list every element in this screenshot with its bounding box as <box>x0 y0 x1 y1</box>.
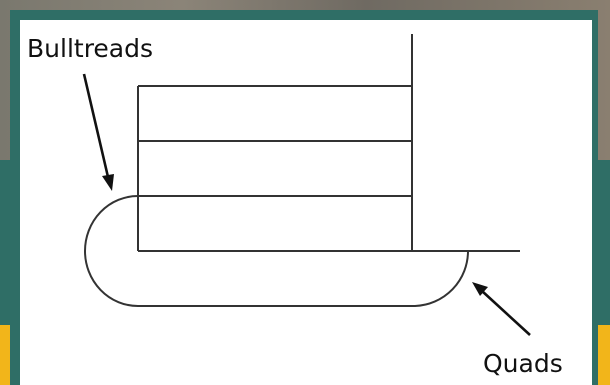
quads-label: Quads <box>483 349 563 378</box>
quads-arrow <box>481 290 531 336</box>
bulltreads-arrowhead <box>102 174 114 191</box>
bulltreads-arrow <box>82 73 110 178</box>
diagram-panel <box>20 20 592 385</box>
bulltreads-label: Bulltreads <box>27 34 153 63</box>
quads-arrowhead <box>472 282 488 296</box>
bulltread-quad-outline <box>84 195 469 307</box>
